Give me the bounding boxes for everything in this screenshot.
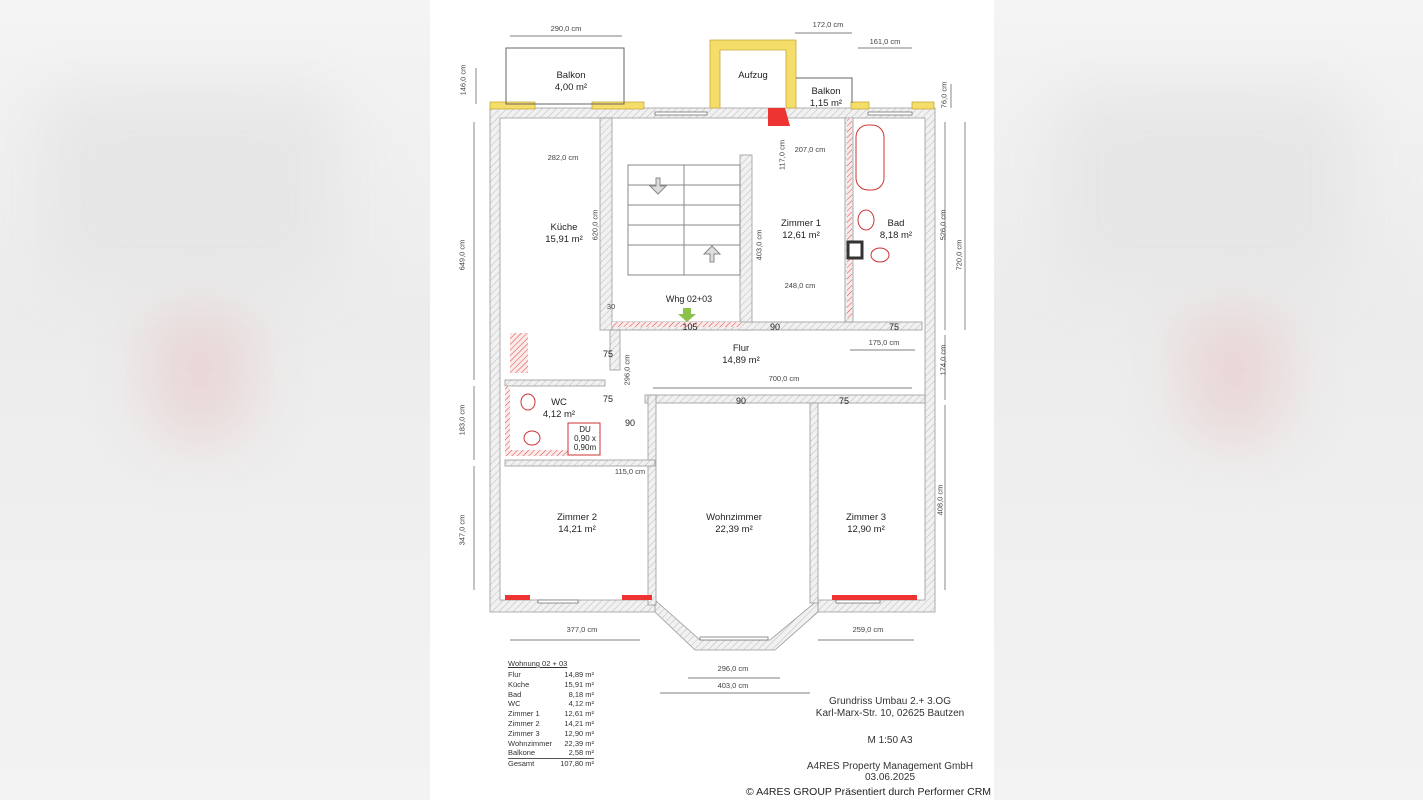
dim-label: 403,0 cm bbox=[754, 229, 764, 261]
dim-label: 174,0 cm bbox=[938, 344, 948, 376]
dim-label: 175,0 cm bbox=[868, 338, 900, 347]
door-width: 75 bbox=[888, 322, 900, 332]
dim-label: 408,0 cm bbox=[935, 484, 945, 516]
dim-label: 248,0 cm bbox=[784, 281, 816, 290]
door-width: 75 bbox=[838, 396, 850, 406]
blurred-background-left bbox=[0, 0, 430, 800]
door-width: 90 bbox=[735, 396, 747, 406]
dim-label: 347,0 cm bbox=[457, 514, 467, 546]
red-accents bbox=[505, 108, 917, 600]
door-width: 105 bbox=[682, 322, 698, 332]
blurred-background-right bbox=[994, 0, 1423, 800]
dim-label: 290,0 cm bbox=[550, 24, 582, 33]
inner-walls bbox=[504, 117, 926, 606]
dim-label: 403,0 cm bbox=[717, 681, 749, 690]
door-width: 75 bbox=[602, 394, 614, 404]
dim-label: 259,0 cm bbox=[852, 625, 884, 634]
dim-label: 207,0 cm bbox=[794, 145, 826, 154]
stairs bbox=[627, 164, 741, 276]
dim-label: 700,0 cm bbox=[768, 374, 800, 383]
chimney bbox=[846, 240, 864, 260]
dim-label: 282,0 cm bbox=[547, 153, 579, 162]
room-aufzug: Aufzug bbox=[738, 70, 768, 81]
plan-company: A4RES Property Management GmbH bbox=[806, 761, 974, 772]
entrance-arrow-icon bbox=[678, 308, 696, 322]
copyright-watermark: © A4RES GROUP Präsentiert durch Performe… bbox=[746, 786, 992, 798]
dim-label: 183,0 cm bbox=[457, 404, 467, 436]
unit-label: Whg 02+03 bbox=[665, 294, 713, 304]
bathroom-fixtures bbox=[520, 124, 890, 456]
door-width: 90 bbox=[769, 322, 781, 332]
dim-label: 146,0 cm bbox=[458, 64, 468, 96]
plan-address: Karl-Marx-Str. 10, 02625 Bautzen bbox=[815, 708, 965, 719]
dim-label: 30 bbox=[606, 302, 616, 311]
dim-label: 620,0 cm bbox=[590, 209, 600, 241]
dim-label: 172,0 cm bbox=[812, 20, 844, 29]
dim-label: 115,0 cm bbox=[614, 467, 646, 476]
dim-label: 296,0 cm bbox=[717, 664, 749, 673]
plan-title: Grundriss Umbau 2.+ 3.OG bbox=[829, 696, 951, 707]
balconies bbox=[505, 47, 853, 105]
dimension-lines bbox=[473, 32, 966, 694]
plan-scale: M 1:50 A3 bbox=[867, 735, 913, 746]
dim-label: 161,0 cm bbox=[869, 37, 901, 46]
plan-date: 03.06.2025 bbox=[864, 772, 916, 783]
door-width: 75 bbox=[602, 349, 614, 359]
dim-label: 377,0 cm bbox=[566, 625, 598, 634]
dim-label: 649,0 cm bbox=[457, 239, 467, 271]
dim-label: 76,0 cm bbox=[939, 81, 949, 109]
legend-heading: Wohnung 02 + 03 bbox=[508, 659, 568, 668]
dim-label: 117,0 cm bbox=[777, 139, 787, 171]
dim-label: 720,0 cm bbox=[954, 239, 964, 271]
windows bbox=[537, 111, 913, 641]
door-width: 90 bbox=[624, 418, 636, 428]
dim-label: 296,0 cm bbox=[622, 354, 632, 386]
dim-label: 526,0 cm bbox=[938, 209, 948, 241]
yellow-insulation bbox=[489, 39, 935, 110]
